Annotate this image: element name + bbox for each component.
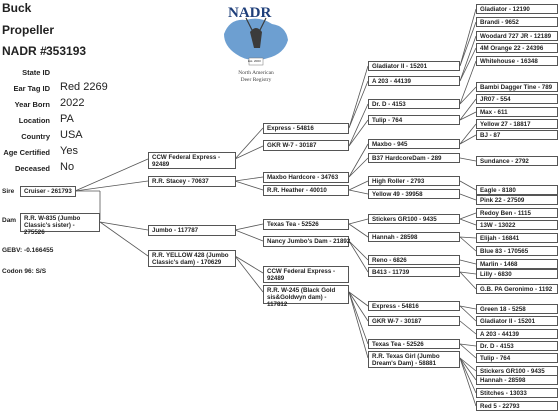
sire-label: Sire — [2, 188, 15, 195]
pedigree-box[interactable]: GKR W-7 - 30187 — [263, 140, 349, 151]
pedigree-box[interactable]: Nancy Jumbo's Dam - 21892 — [263, 236, 350, 247]
pedigree-box[interactable]: GKR W-7 - 30187 — [368, 316, 460, 326]
age-certified-label: Age Certified — [3, 148, 50, 157]
logo-line1: North American — [238, 70, 274, 76]
pedigree-box[interactable]: Whitehouse - 16348 — [476, 56, 558, 66]
pedigree-box[interactable]: R.R. W-245 (Black Gold sis&Goldwyn dam) … — [263, 285, 349, 308]
pedigree-box[interactable]: JR07 - 554 — [476, 94, 558, 104]
pedigree-box[interactable]: Texas Tea - 52526 — [368, 339, 460, 349]
country-value: USA — [60, 129, 83, 141]
pedigree-box[interactable]: R.R. Heather - 40010 — [263, 185, 349, 196]
pedigree-box[interactable]: Max - 611 — [476, 107, 558, 117]
deer-map-icon — [224, 17, 288, 66]
deceased-label: Deceased — [14, 164, 50, 173]
pedigree-box[interactable]: Yellow 49 - 39958 — [368, 189, 460, 199]
nadr-label: NADR # — [2, 44, 47, 58]
ear-tag-label: Ear Tag ID — [13, 84, 50, 93]
state-id-label: State ID — [22, 68, 50, 77]
location-value: PA — [60, 113, 74, 125]
pedigree-box[interactable]: Pink 22 - 27509 — [476, 195, 558, 205]
pedigree-box[interactable]: High Roller - 2793 — [368, 176, 460, 186]
pedigree-box[interactable]: G.B. PA Geronimo - 1192 — [476, 284, 558, 294]
codon-value: Codon 96: S/S — [2, 268, 47, 275]
pedigree-box[interactable]: Maxbo - 945 — [368, 139, 460, 149]
pedigree-box[interactable]: Jumbo - 117787 — [148, 225, 236, 236]
gebv-value: GEBV: -0.166455 — [2, 247, 54, 254]
nadr-logo: NADR Est. 2003 North American Deer Regis… — [220, 4, 292, 94]
pedigree-box[interactable]: Yellow 27 - 18817 — [476, 119, 558, 129]
pedigree-box[interactable]: A 203 - 44139 — [368, 76, 460, 86]
pedigree-box[interactable]: Sundance - 2792 — [476, 156, 558, 166]
pedigree-box[interactable]: CCW Federal Express - 92489 — [263, 266, 349, 283]
pedigree-box[interactable]: Eagle - 8180 — [476, 185, 558, 195]
pedigree-box[interactable]: Brandi - 9652 — [476, 17, 558, 27]
logo-since: Est. 2003 — [248, 59, 261, 63]
pedigree-box[interactable]: Blue 83 - 170565 — [476, 246, 558, 256]
dam-box[interactable]: R.R. W-835 (Jumbo Classic's sister) - 27… — [20, 213, 100, 236]
pedigree-box[interactable]: Stickers GR100 - 9435 — [368, 214, 460, 224]
sire-box[interactable]: Cruiser - 261793 — [20, 186, 76, 197]
location-label: Location — [18, 116, 50, 125]
country-label: Country — [21, 132, 50, 141]
pedigree-box[interactable]: R.R. YELLOW 428 (Jumbo Classic's dam) - … — [148, 250, 236, 267]
pedigree-box[interactable]: Express - 54816 — [368, 301, 460, 311]
pedigree-box[interactable]: Stitches - 13033 — [476, 388, 558, 398]
year-born-value: 2022 — [60, 97, 85, 109]
pedigree-box[interactable]: Tulip - 764 — [476, 353, 558, 363]
pedigree-box[interactable]: 13W - 13022 — [476, 220, 558, 230]
pedigree-box[interactable]: Express - 54816 — [263, 123, 349, 134]
pedigree-box[interactable]: Gladiator II - 15201 — [368, 61, 460, 71]
pedigree-box[interactable]: Dr. D - 4153 — [368, 99, 460, 109]
pedigree-box[interactable]: Marlin - 1468 — [476, 259, 558, 269]
year-born-label: Year Born — [14, 100, 50, 109]
pedigree-box[interactable]: Maxbo Hardcore - 34763 — [263, 172, 349, 183]
pedigree-box[interactable]: 4M Orange 22 - 24396 — [476, 43, 558, 53]
pedigree-box[interactable]: R.R. Texas Girl (Jumbo Dream's Dam) - 58… — [368, 351, 460, 368]
pedigree-box[interactable]: Elijah - 16841 — [476, 233, 558, 243]
buck-label: Buck — [2, 1, 32, 15]
logo-text: NADR — [228, 5, 272, 21]
pedigree-box[interactable]: R.R. Stacey - 70637 — [148, 176, 236, 187]
logo-line2: Deer Registry — [240, 77, 272, 83]
pedigree-box[interactable]: CCW Federal Express - 92489 — [148, 152, 236, 169]
pedigree-box[interactable]: Green 18 - 5258 — [476, 304, 558, 314]
pedigree-box[interactable]: Bambi Dagger Tine - 789 — [476, 82, 558, 92]
pedigree-box[interactable]: Red 5 - 22793 — [476, 401, 558, 411]
pedigree-box[interactable]: Texas Tea - 52526 — [263, 219, 349, 230]
nadr-number: 353193 — [46, 44, 87, 58]
pedigree-box[interactable]: Gladiator - 12190 — [476, 4, 558, 14]
pedigree-box[interactable]: Hannah - 28598 — [368, 232, 460, 242]
pedigree-box[interactable]: A 203 - 44139 — [476, 329, 558, 339]
pedigree-box[interactable]: B37 HardcoreDam - 289 — [368, 153, 460, 163]
pedigree-box[interactable]: Tulip - 764 — [368, 115, 460, 125]
pedigree-box[interactable]: Reno - 6826 — [368, 255, 460, 265]
pedigree-box[interactable]: Lilly - 6830 — [476, 269, 558, 279]
buck-name: Propeller — [2, 23, 55, 37]
pedigree-box[interactable]: B413 - 11739 — [368, 267, 460, 277]
deceased-value: No — [60, 161, 75, 173]
dam-label: Dam — [2, 217, 17, 224]
pedigree-box[interactable]: Woodard 727 JR - 12189 — [476, 31, 558, 41]
pedigree-box[interactable]: BJ - 87 — [476, 130, 558, 140]
ear-tag-value: Red 2269 — [60, 81, 108, 93]
pedigree-box[interactable]: Redoy Ben - 1115 — [476, 208, 558, 218]
age-certified-value: Yes — [60, 145, 78, 157]
pedigree-box[interactable]: Hannah - 28598 — [476, 375, 558, 385]
pedigree-box[interactable]: Gladiator II - 15201 — [476, 316, 558, 326]
pedigree-box[interactable]: Dr. D - 4153 — [476, 341, 558, 351]
